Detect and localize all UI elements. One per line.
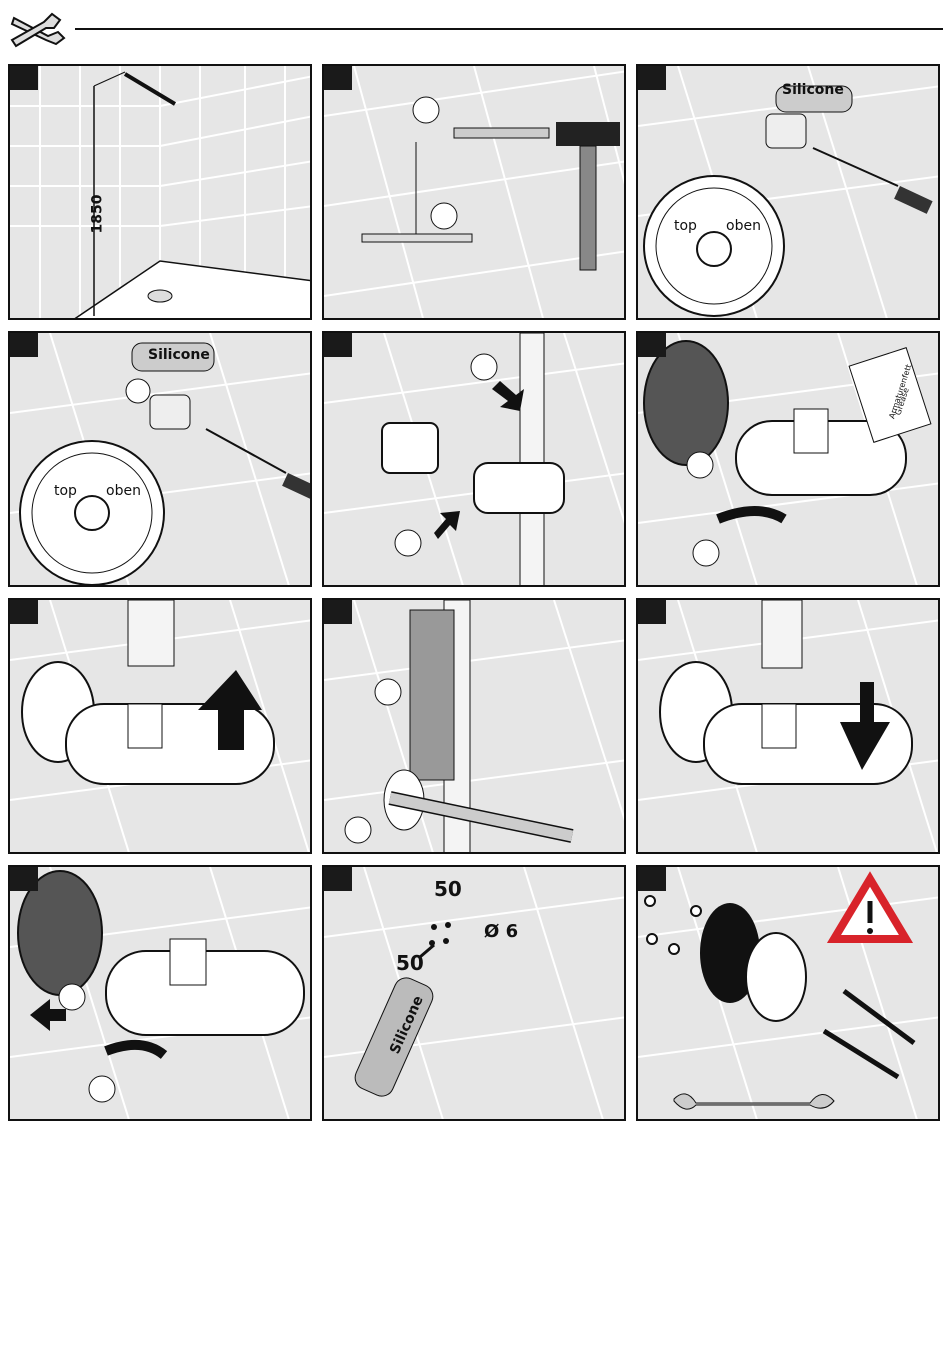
mounting-kit-illustration [638,867,940,1121]
bracket-on-rail-illustration [324,333,626,587]
spacing-dimension-top: 50 [434,877,462,901]
thermostat-lower-illustration [638,600,940,854]
step-panel-3: Silicone top oben [636,64,940,320]
thermostat-lift-illustration [10,600,312,854]
silicone-tube-label: Silicone [148,347,210,363]
step-number-box [324,333,352,357]
thermostat-reinstall-illustration [10,867,312,1121]
step-panel-11: 50 50 Ø 6 Silicone [322,865,626,1121]
mount-oben-label: oben [726,218,761,234]
step-number-box [638,66,666,90]
step-panel-12 [636,865,940,1121]
drilling-template-illustration [324,867,626,1121]
wall-corner-illustration [10,66,312,320]
height-dimension: 1850 [89,195,105,234]
mount-top-label: top [674,218,697,234]
drill-and-hammer-illustration [324,66,626,320]
step-panel-1: 1850 [8,64,312,320]
step-panel-5 [322,331,626,587]
step-panel-7 [8,598,312,854]
step-panel-4: Silicone top oben [8,331,312,587]
silicone-adapter-detail-illustration [10,333,312,587]
silicone-adapter-illustration [638,66,940,320]
step-number-box [10,600,38,624]
thermostat-removal-illustration [638,333,940,587]
step-number-box [324,66,352,90]
step-panel-6: Armaturenfett Grease [636,331,940,587]
step-panel-10 [8,865,312,1121]
mount-top-label: top [54,483,77,499]
silicone-tube-label: Silicone [782,82,844,98]
step-number-box [10,867,38,891]
page-header [0,0,950,60]
step-number-box [638,333,666,357]
step-number-box [638,867,666,891]
step-number-box [10,66,38,90]
mount-oben-label: oben [106,483,141,499]
tools-icon [8,10,68,48]
step-panel-8 [322,598,626,854]
step-number-box [324,600,352,624]
header-rule [75,28,943,30]
spacing-dimension-left: 50 [396,951,424,975]
bracket-tool-illustration [324,600,626,854]
drill-diameter-label: Ø 6 [484,921,518,942]
step-panel-9 [636,598,940,854]
step-panel-2 [322,64,626,320]
step-number-box [638,600,666,624]
step-number-box [10,333,38,357]
step-number-box [324,867,352,891]
